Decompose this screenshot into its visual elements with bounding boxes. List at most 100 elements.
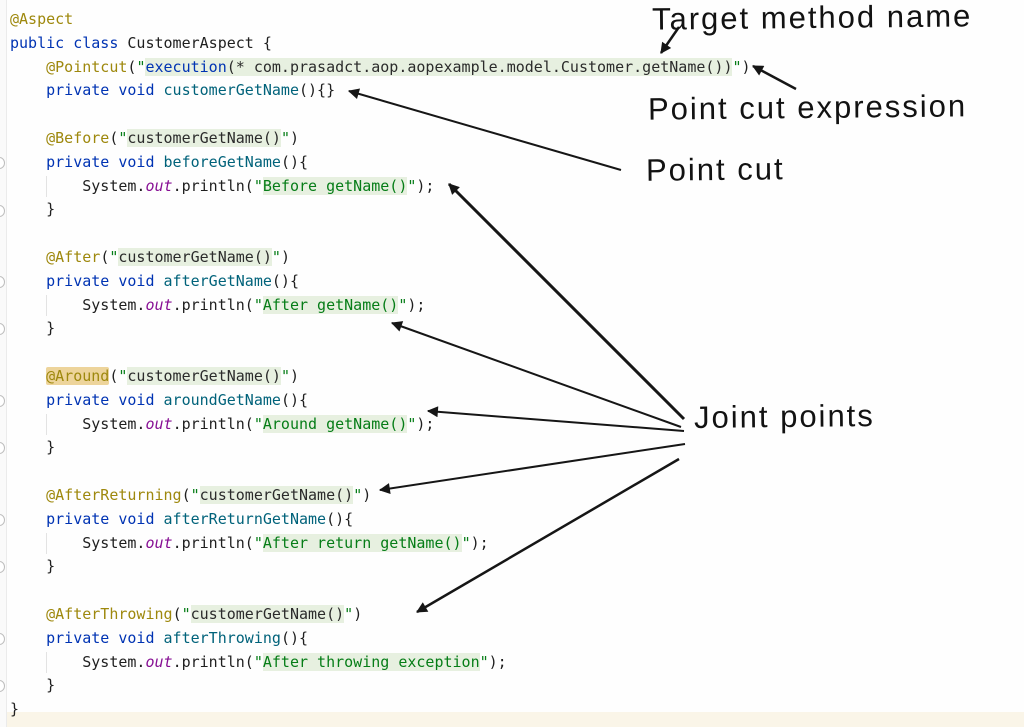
- code-line: [10, 460, 1024, 484]
- code-token-pl: CustomerAspect {: [118, 33, 272, 52]
- code-token-str: ": [732, 57, 742, 76]
- code-token-kwbg: execution: [145, 57, 227, 76]
- code-token-pl: ): [741, 57, 751, 76]
- code-token-pl: (: [109, 366, 119, 385]
- code-token-pl: [10, 486, 46, 504]
- bottom-highlight-strip: [0, 712, 1024, 727]
- code-token-pl: [10, 510, 46, 528]
- code-token-kw: private: [46, 509, 110, 528]
- indent-guide: [46, 533, 47, 554]
- code-token-pl: [10, 129, 46, 147]
- code-line: System.out.println("Around getName()");: [10, 413, 1024, 437]
- code-line: System.out.println("Before getName()");: [10, 175, 1024, 199]
- code-token-pl: .println(: [172, 414, 254, 433]
- code-line: private void beforeGetName(){: [10, 151, 1024, 175]
- fold-marker[interactable]: [0, 442, 5, 454]
- code-token-pl: [10, 367, 46, 385]
- code-token-inj: (* com.prasadct.aop.aopexample.model.Cus…: [226, 57, 733, 76]
- code-line: private void aroundGetName(){: [10, 389, 1024, 413]
- code-token-str: ": [353, 485, 363, 504]
- code-token-pl: .println(: [172, 652, 254, 671]
- code-token-str: ": [271, 247, 281, 266]
- code-token-pl: (){: [280, 628, 309, 647]
- code-line: @Around("customerGetName()"): [10, 365, 1024, 389]
- code-token-pl: [155, 510, 164, 528]
- code-token-pl: (: [127, 57, 137, 76]
- editor-gutter: [0, 0, 7, 727]
- fold-marker[interactable]: [0, 680, 5, 692]
- code-token-str: ": [398, 295, 408, 314]
- fold-marker[interactable]: [0, 276, 5, 288]
- code-token-pl: [155, 391, 164, 409]
- code-line: System.out.println("After getName()");: [10, 294, 1024, 318]
- code-token-pl: .println(: [172, 295, 254, 314]
- code-token-strbg: After getName(): [262, 295, 399, 314]
- code-line: [10, 103, 1024, 127]
- code-token-kw: void: [118, 81, 155, 100]
- code-line: @After("customerGetName()"): [10, 246, 1024, 270]
- code-token-pl: .println(: [172, 533, 254, 552]
- code-token-pl: (){: [280, 152, 309, 171]
- code-token-pl: ): [289, 128, 299, 147]
- code-token-str: ": [253, 414, 263, 433]
- fold-marker[interactable]: [0, 205, 5, 217]
- code-token-pl: );: [488, 652, 507, 671]
- code-token-inj: customerGetName(): [118, 247, 272, 266]
- code-line: }: [10, 198, 1024, 222]
- code-line: }: [10, 698, 1024, 722]
- code-token-pl: }: [10, 700, 20, 719]
- code-token-fld: out: [145, 652, 173, 671]
- code-token-str: ": [181, 604, 191, 623]
- code-token-str: ": [461, 533, 471, 552]
- fold-marker[interactable]: [0, 561, 5, 573]
- fold-marker[interactable]: [0, 633, 5, 645]
- code-token-pl: (){: [271, 271, 299, 290]
- code-token-kw: void: [118, 152, 155, 171]
- code-line: public class CustomerAspect {: [10, 32, 1024, 56]
- code-token-inj: customerGetName(): [127, 366, 281, 385]
- code-token-pl: [10, 153, 46, 171]
- code-token-pl: }: [10, 319, 56, 338]
- code-token-meth: aroundGetName: [163, 390, 281, 409]
- code-token-ann: @AfterReturning: [46, 485, 182, 504]
- code-line: @Before("customerGetName()"): [10, 127, 1024, 151]
- code-token-pl: [10, 605, 46, 623]
- code-token-strbg: After return getName(): [262, 533, 462, 552]
- code-token-str: ": [479, 652, 489, 671]
- fold-marker[interactable]: [0, 395, 5, 407]
- fold-marker[interactable]: [0, 157, 5, 169]
- code-token-pl: [10, 58, 46, 76]
- code-token-pl: System.: [10, 176, 146, 195]
- fold-marker[interactable]: [0, 323, 5, 335]
- code-token-ann: @After: [46, 247, 101, 266]
- code-token-str: ": [136, 57, 146, 76]
- fold-marker[interactable]: [0, 514, 5, 526]
- code-token-str: ": [253, 652, 263, 671]
- code-line: private void afterGetName(){: [10, 270, 1024, 294]
- code-token-kw: void: [118, 628, 155, 647]
- code-token-annhl: @Around: [46, 366, 110, 385]
- code-token-pl: [155, 153, 164, 171]
- code-line: @AfterReturning("customerGetName()"): [10, 484, 1024, 508]
- code-token-kw: private: [46, 81, 110, 100]
- code-token-inj: customerGetName(): [127, 128, 281, 147]
- code-token-pl: (: [109, 128, 119, 147]
- code-token-kw: private: [46, 390, 110, 409]
- code-token-pl: [10, 272, 46, 290]
- code-token-kw: private: [46, 628, 110, 647]
- code-token-pl: }: [10, 200, 56, 219]
- code-token-kw: private: [46, 152, 110, 171]
- code-token-pl: System.: [10, 295, 146, 314]
- code-line: System.out.println("After throwing excep…: [10, 651, 1024, 675]
- code-token-pl: [155, 272, 164, 290]
- code-token-pl: }: [10, 557, 56, 576]
- code-token-fld: out: [145, 295, 173, 314]
- code-token-strbg: Around getName(): [262, 414, 408, 433]
- code-token-ann: @AfterThrowing: [46, 604, 173, 623]
- code-token-str: ": [253, 533, 263, 552]
- code-line: private void afterReturnGetName(){: [10, 508, 1024, 532]
- code-token-pl: [10, 629, 46, 647]
- indent-guide: [46, 414, 47, 435]
